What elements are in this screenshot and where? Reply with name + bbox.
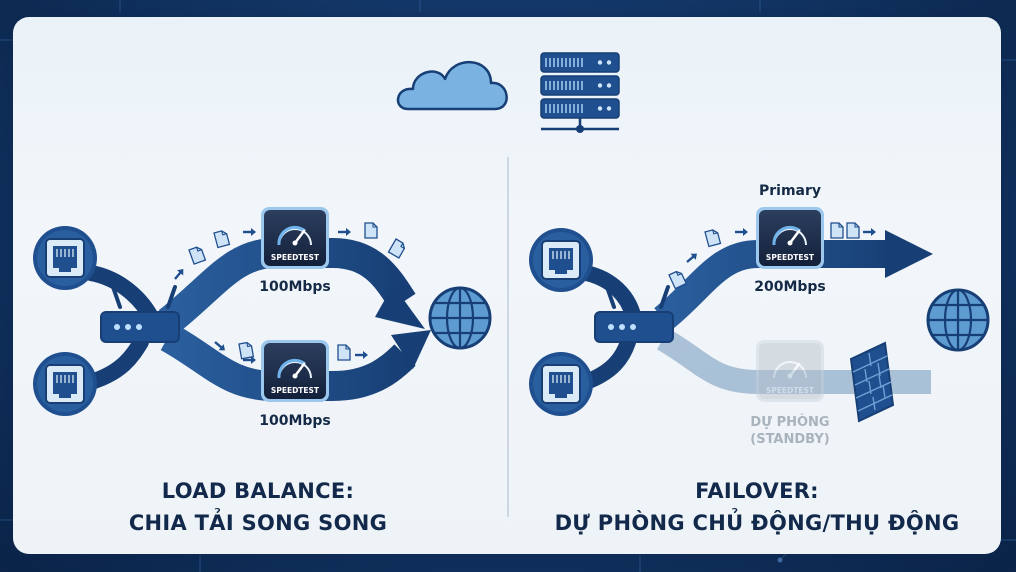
ethernet-port-icon-bottom-right — [529, 334, 636, 416]
primary-label: Primary — [758, 183, 822, 199]
speedtest-gauge-top: SPEEDTEST — [261, 207, 329, 269]
failover-title-line1: FAILOVER: — [695, 479, 819, 503]
load-balance-title: LOAD BALANCE: CHIA TẢI SONG SONG — [108, 475, 408, 539]
ethernet-port-icon-top — [33, 226, 159, 325]
standby-label: DỰ PHÒNG (STANDBY) — [720, 414, 860, 448]
speedtest-gauge-primary: SPEEDTEST — [756, 207, 824, 269]
standby-label-line1: DỰ PHÒNG — [750, 415, 830, 430]
gauge-text: SPEEDTEST — [271, 386, 320, 395]
firewall-icon — [849, 341, 895, 423]
failover-title-line2: DỰ PHÒNG CHỦ ĐỘNG/THỤ ĐỘNG — [554, 511, 960, 535]
cloud-icon — [396, 61, 508, 111]
load-balance-title-line2: CHIA TẢI SONG SONG — [128, 511, 388, 535]
router-icon — [100, 285, 180, 343]
speedtest-gauge-standby: SPEEDTEST — [756, 340, 824, 402]
globe-icon-right — [926, 288, 990, 352]
speed-label-primary: 200Mbps — [754, 279, 826, 295]
speedtest-gauge-bottom: SPEEDTEST — [261, 340, 329, 402]
primary-flow — [654, 230, 933, 330]
failover-title: FAILOVER: DỰ PHÒNG CHỦ ĐỘNG/THỤ ĐỘNG — [547, 475, 967, 539]
server-stack-icon — [540, 52, 620, 133]
diagram-card: SPEEDTEST SPEEDTEST — [13, 17, 1001, 554]
gauge-text: SPEEDTEST — [271, 253, 320, 262]
standby-label-line2: (STANDBY) — [750, 432, 830, 447]
standby-flow — [656, 328, 931, 394]
router-icon-right — [594, 285, 674, 343]
speed-label-top: 100Mbps — [259, 279, 331, 295]
gauge-text: SPEEDTEST — [766, 253, 815, 262]
gauge-text: SPEEDTEST — [766, 386, 815, 395]
network-diagram: SPEEDTEST SPEEDTEST — [33, 52, 990, 517]
ethernet-port-icon-bottom — [33, 334, 149, 416]
load-balance-title-line1: LOAD BALANCE: — [161, 479, 355, 503]
speed-label-bottom: 100Mbps — [259, 413, 331, 429]
globe-icon — [428, 286, 492, 350]
ethernet-port-icon-top-right — [529, 228, 641, 323]
